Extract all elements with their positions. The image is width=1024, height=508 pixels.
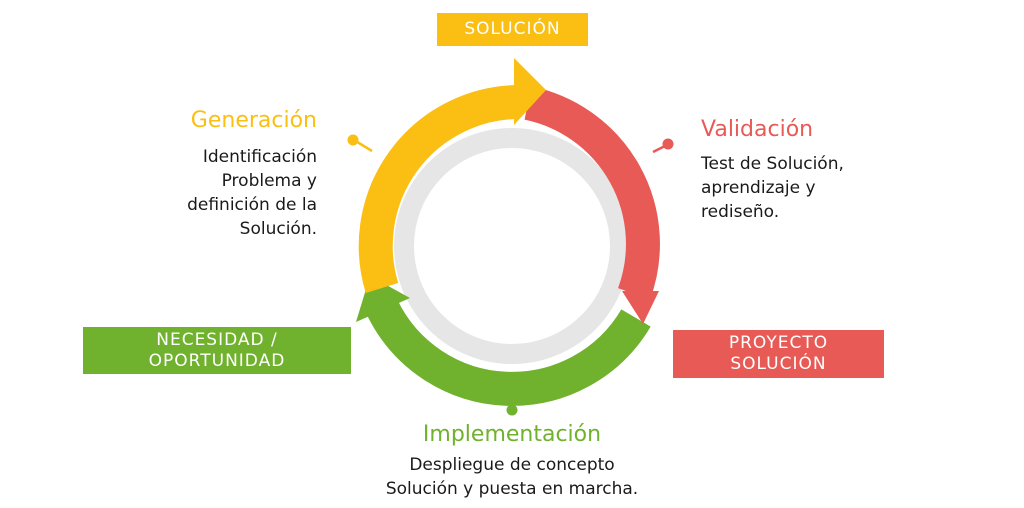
validacion-pin bbox=[662, 138, 674, 150]
validacion-line: aprendizaje y bbox=[701, 178, 816, 198]
proyecto-box-line-2: SOLUCIÓN bbox=[730, 354, 827, 374]
implementacion-arc bbox=[366, 299, 651, 406]
validacion-line: Test de Solución, bbox=[701, 154, 844, 174]
necesidad-box-line-1: NECESIDAD / bbox=[156, 329, 278, 350]
generacion-description: Identificación Problema y definición de … bbox=[187, 145, 317, 241]
generacion-line: Problema y bbox=[221, 171, 317, 191]
proyecto-box-line-1: PROYECTO bbox=[728, 333, 829, 353]
necesidad-box-line-2: OPORTUNIDAD bbox=[148, 350, 286, 371]
implementacion-title: Implementación bbox=[422, 422, 602, 447]
validacion-line: rediseño. bbox=[701, 202, 780, 222]
validacion-arc bbox=[524, 86, 660, 300]
proyecto-solucion-box: PROYECTO SOLUCIÓN bbox=[673, 330, 884, 378]
validacion-arrowhead bbox=[622, 291, 659, 324]
implementacion-pin bbox=[506, 404, 518, 416]
validacion-title: Validación bbox=[701, 117, 814, 142]
generacion-title: Generación bbox=[190, 108, 317, 133]
generacion-pin bbox=[347, 134, 359, 146]
generacion-line: Solución. bbox=[239, 219, 317, 239]
solucion-box: SOLUCIÓN bbox=[437, 13, 588, 46]
generacion-arrowhead bbox=[514, 58, 546, 125]
necesidad-oportunidad-box: NECESIDAD / OPORTUNIDAD bbox=[83, 327, 351, 374]
generacion-line: Identificación bbox=[202, 147, 317, 167]
inner-ring bbox=[394, 128, 630, 364]
solucion-box-label: SOLUCIÓN bbox=[464, 19, 561, 39]
implementacion-line: Despliegue de concepto bbox=[409, 455, 615, 475]
implementacion-description: Despliegue de concepto Solución y puesta… bbox=[320, 453, 704, 501]
generacion-line: definición de la bbox=[187, 195, 317, 215]
generacion-arc bbox=[358, 85, 519, 293]
validacion-description: Test de Solución, aprendizaje y rediseño… bbox=[701, 152, 844, 224]
implementacion-line: Solución y puesta en marcha. bbox=[385, 479, 639, 499]
